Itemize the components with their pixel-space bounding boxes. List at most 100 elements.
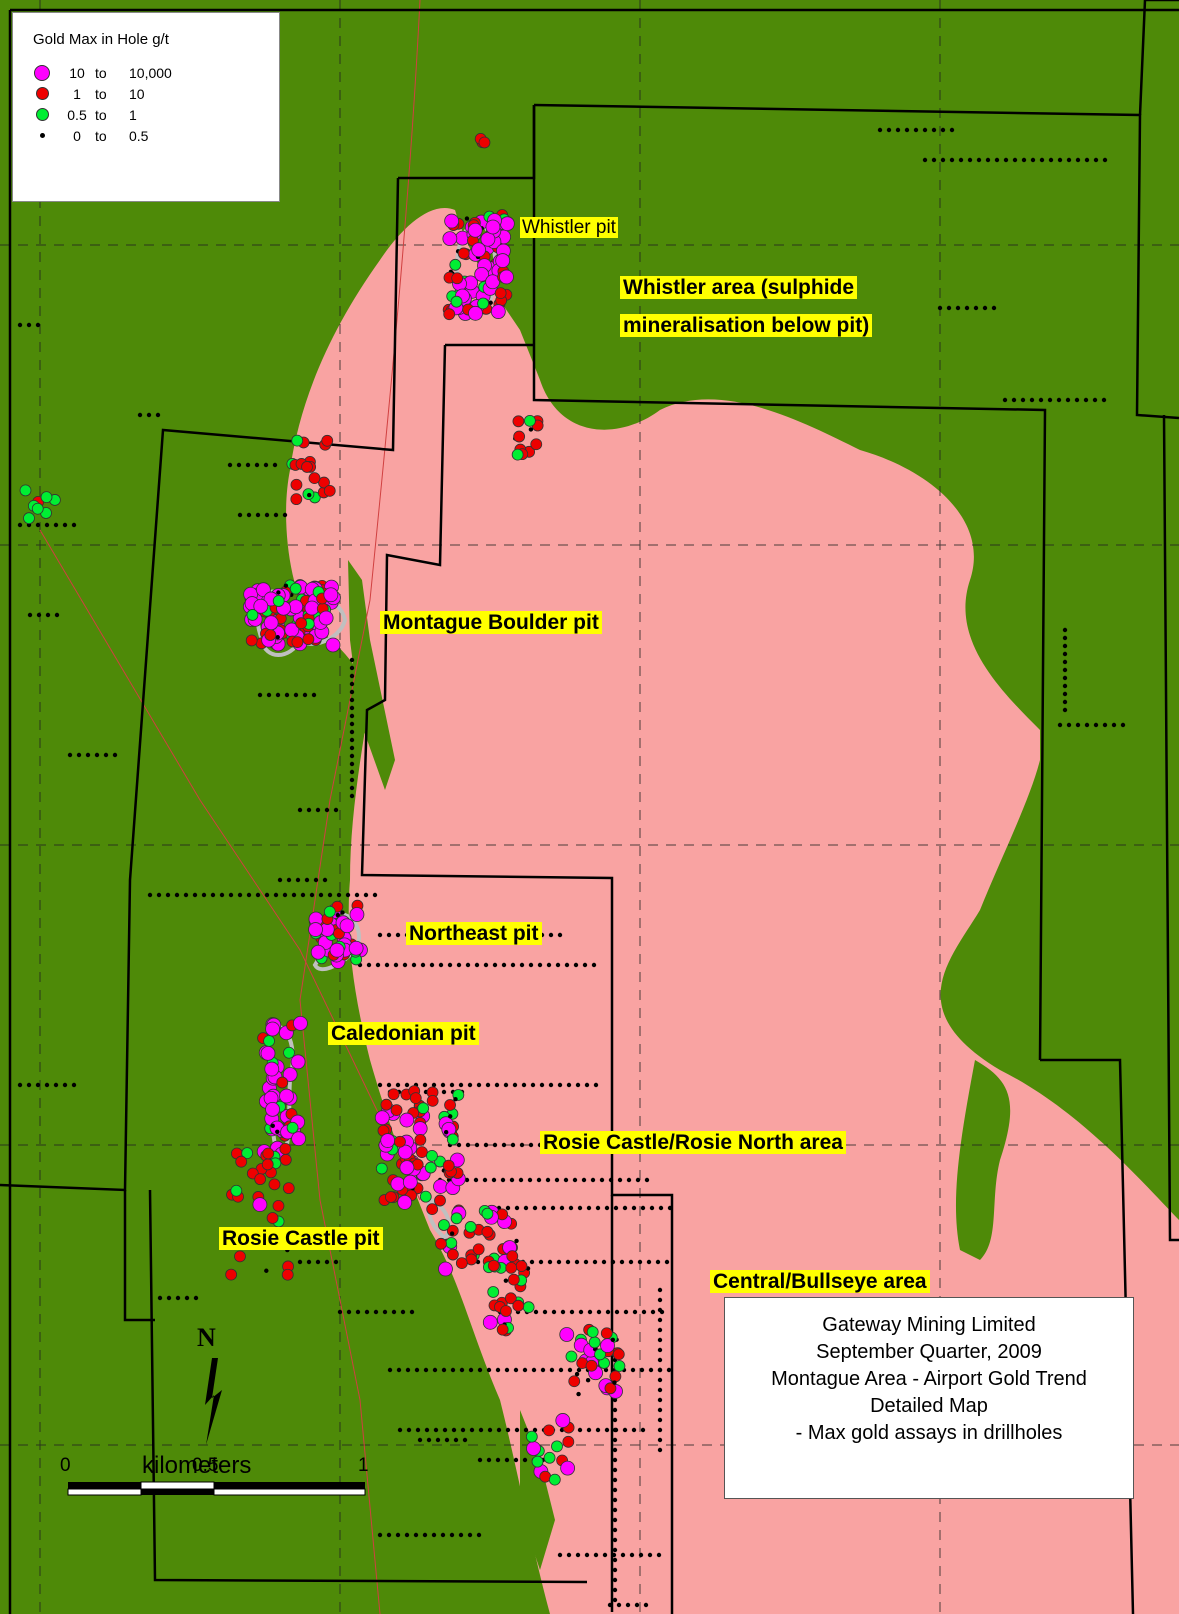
drillhole-trace [406,1427,412,1433]
drillhole-trace [372,892,378,898]
legend-to: to [95,64,107,81]
drillhole-trace [556,1259,562,1265]
label-montague-boulder-pit: Montague Boulder pit [380,609,602,636]
drillhole-trace [483,962,489,968]
legend-lo: 0 [73,127,81,144]
drillhole-mid [505,1261,518,1274]
drillhole-trace [53,1082,59,1088]
drillhole-trace [156,892,162,898]
drillhole-trace [657,1427,663,1433]
drillhole-trace [503,1278,509,1283]
legend-title: Gold Max in Hole g/t [33,31,169,48]
drillhole-trace [349,681,355,687]
drillhole-trace [657,1407,663,1413]
drillhole-high [304,600,320,616]
drillhole-trace [577,1427,583,1433]
drillhole-trace [611,1552,617,1558]
drillhole-high [308,922,323,937]
drillhole-trace [612,1597,618,1603]
drillhole-trace [431,1082,437,1088]
drillhole-trace [375,962,381,968]
drillhole-mid [481,1225,494,1238]
drillhole-trace [1102,722,1108,728]
drillhole-trace [366,962,372,968]
drillhole-low [241,1147,254,1160]
drillhole-trace [646,1259,652,1265]
drillhole-high [374,1110,390,1126]
drillhole-low [323,905,336,918]
drillhole-trace [442,1427,448,1433]
drillhole-trace [219,892,225,898]
drillhole-trace [658,1205,664,1211]
drillhole-trace [1057,157,1063,163]
title-line: Montague Area - Airport Gold Trend [771,1368,1087,1390]
drillhole-trace [635,1177,641,1183]
drillhole-trace [174,892,180,898]
drillhole-trace [614,1309,620,1315]
drillhole-trace [578,1309,584,1315]
drillhole-trace [584,1552,590,1558]
drillhole-trace [602,1552,608,1558]
drillhole-trace [540,1367,546,1373]
drillhole-trace [529,1259,535,1265]
drillhole-trace [895,127,901,133]
drillhole-trace [1062,667,1068,673]
drillhole-trace [467,1532,473,1538]
drillhole-low [283,1046,295,1059]
drillhole-trace [444,1437,450,1443]
drillhole-mid [301,461,313,473]
drillhole-trace [236,462,242,468]
drillhole-trace [386,932,392,938]
drillhole-high [485,219,501,235]
drillhole-trace [573,962,579,968]
drillhole-trace [415,1427,421,1433]
drillhole-high [263,615,279,631]
drillhole-trace [273,892,279,898]
drillhole-trace [513,1457,519,1463]
drillhole-trace [605,1309,611,1315]
drillhole-trace [622,1205,628,1211]
drillhole-trace [1057,722,1063,728]
drillhole-trace [377,932,383,938]
drillhole-trace [474,1142,480,1148]
drillhole-trace [272,462,278,468]
drillhole-trace [630,1367,636,1373]
drillhole-trace [973,305,979,311]
drillhole-trace [592,1259,598,1265]
drillhole-trace [486,1457,492,1463]
drillhole-trace [460,1427,466,1433]
drillhole-low [40,491,53,504]
drillhole-trace [657,1377,663,1383]
drillhole-high [560,1460,576,1476]
drillhole-trace [530,1082,536,1088]
drillhole-low [548,1473,561,1486]
drillhole-trace [315,1259,321,1265]
drillhole-mid [235,1155,248,1168]
drillhole-trace [538,1259,544,1265]
drillhole-trace [424,1427,430,1433]
drillhole-mid [507,1273,520,1286]
drillhole-trace [264,512,270,518]
drillhole-trace [568,1205,574,1211]
drillhole-trace [488,300,493,305]
drillhole-trace [612,1587,618,1593]
drillhole-trace [402,962,408,968]
drillhole-trace [465,962,471,968]
drillhole-low [230,1184,243,1197]
drillhole-trace [1038,397,1044,403]
drillhole-trace [612,1437,618,1443]
drillhole-trace [613,1205,619,1211]
drillhole-trace [17,322,23,328]
drillhole-trace [510,1142,516,1148]
drillhole-trace [349,665,355,671]
drillhole-trace [349,721,355,727]
drillhole-trace [604,1205,610,1211]
drillhole-trace [449,1082,455,1088]
drillhole-trace [492,1142,498,1148]
drillhole-trace [967,157,973,163]
drillhole-trace [644,1177,650,1183]
drillhole-mid [279,1142,292,1155]
drillhole-trace [282,512,288,518]
drillhole-low [525,1430,538,1443]
drillhole-trace [625,1602,631,1608]
